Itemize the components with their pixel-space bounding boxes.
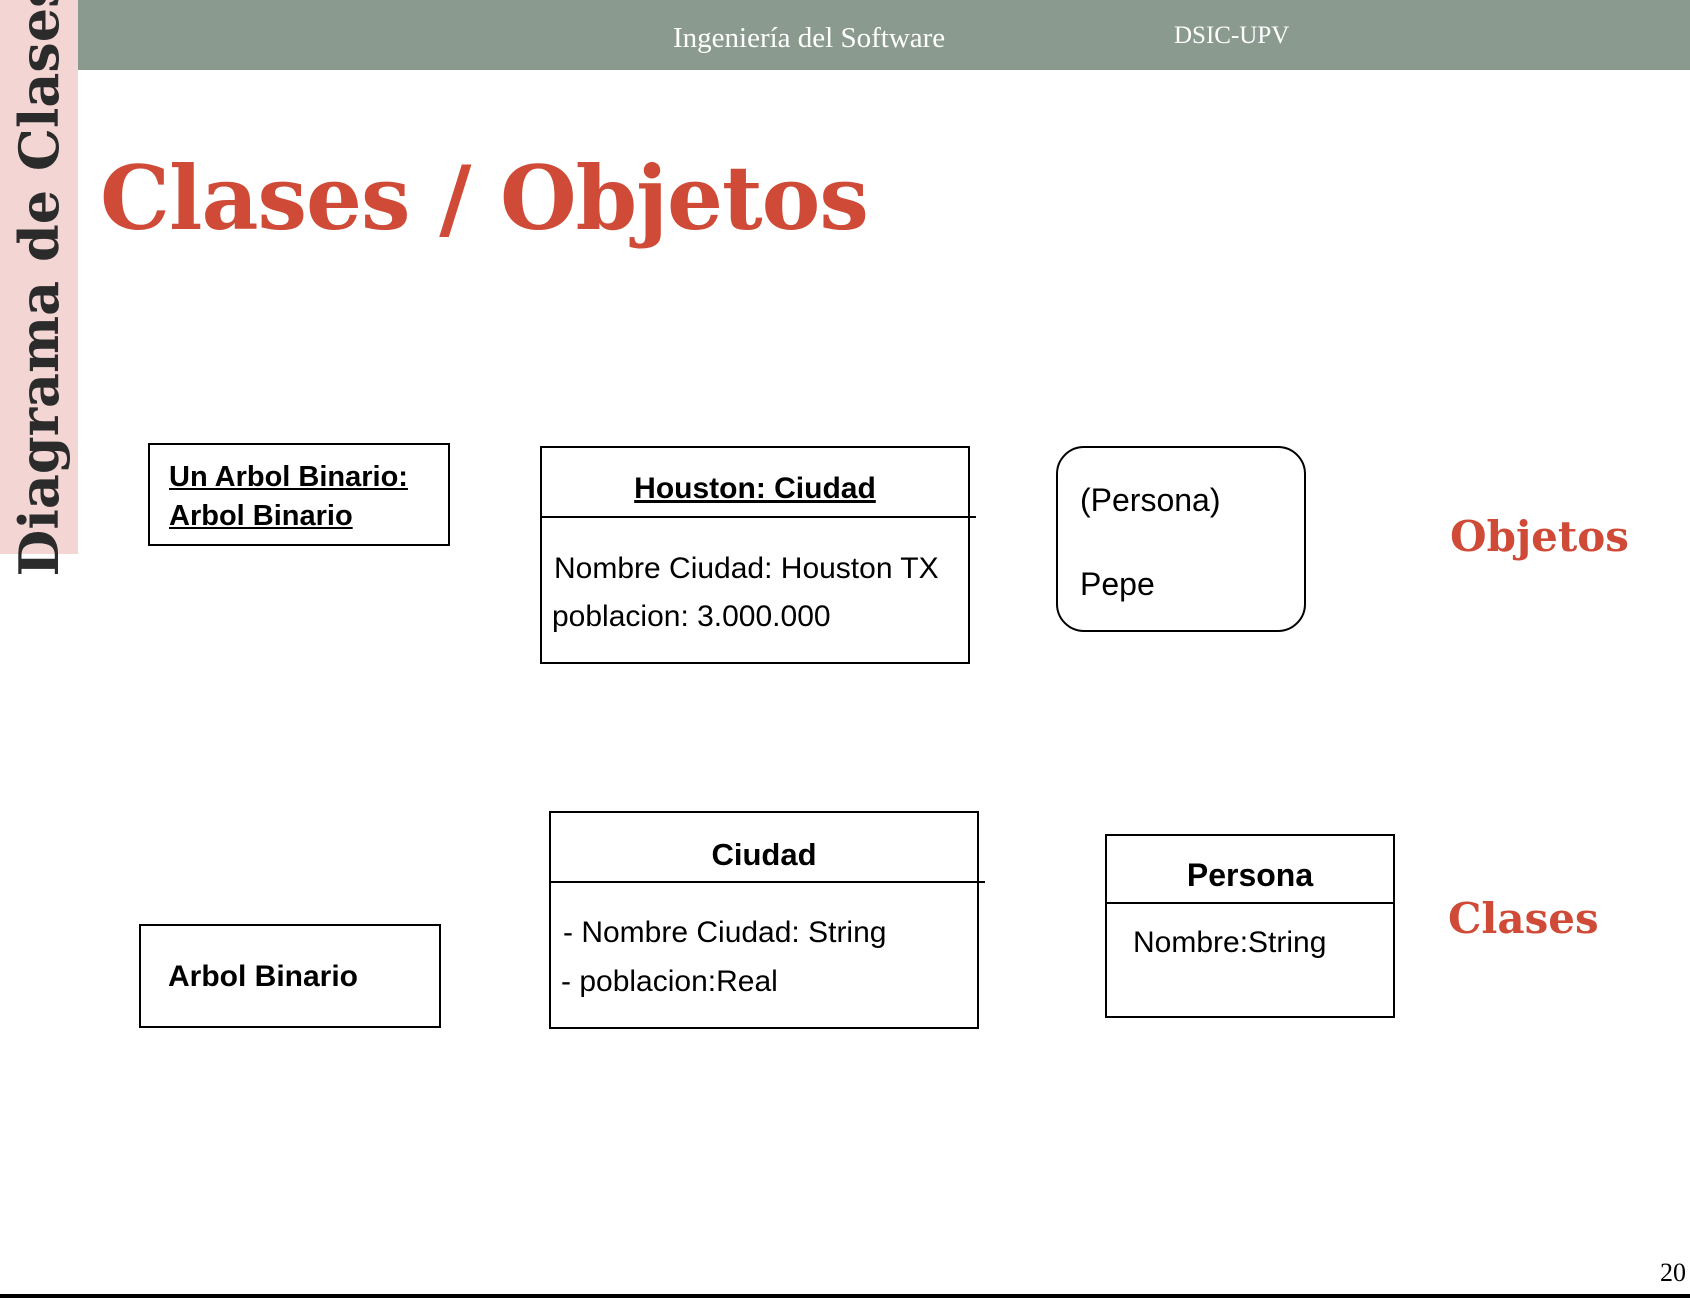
header-bar: Ingeniería del Software DSIC-UPV xyxy=(78,0,1690,70)
object-pepe-type: (Persona) xyxy=(1080,482,1221,518)
class-ciudad-name: Ciudad xyxy=(711,837,817,872)
header-department: DSIC-UPV xyxy=(1174,22,1290,49)
class-persona: Persona Nombre:String xyxy=(1105,834,1395,1018)
page-title: Clases / Objetos xyxy=(100,146,869,250)
object-houston-attr-nombre: Nombre Ciudad: Houston TX xyxy=(554,552,939,585)
bottom-rule xyxy=(0,1294,1690,1298)
objects-section-label: Objetos xyxy=(1450,512,1629,561)
object-arbol-binario: Un Arbol Binario: Arbol Binario xyxy=(148,443,450,546)
class-arbol-name: Arbol Binario xyxy=(168,960,359,993)
object-arbol-line1: Un Arbol Binario: xyxy=(169,461,408,493)
object-arbol-line2: Arbol Binario xyxy=(169,500,353,532)
class-persona-name: Persona xyxy=(1186,857,1314,893)
class-persona-attr-nombre: Nombre:String xyxy=(1133,926,1327,959)
classes-section-label: Clases xyxy=(1448,894,1599,943)
object-houston-ciudad: Houston: Ciudad Nombre Ciudad: Houston T… xyxy=(540,446,970,664)
object-pepe-persona: (Persona) Pepe xyxy=(1056,446,1306,632)
object-houston-name: Houston: Ciudad xyxy=(634,472,876,505)
class-ciudad-attr-nombre: - Nombre Ciudad: String xyxy=(563,916,887,949)
object-houston-attr-poblacion: poblacion: 3.000.000 xyxy=(552,600,831,633)
class-ciudad-attr-poblacion: - poblacion:Real xyxy=(561,965,778,998)
class-persona-divider xyxy=(1107,902,1393,904)
sidebar-tab: Diagrama de Clases xyxy=(0,0,78,577)
class-ciudad: Ciudad - Nombre Ciudad: String - poblaci… xyxy=(549,811,979,1029)
object-houston-divider xyxy=(540,516,976,518)
object-pepe-name: Pepe xyxy=(1080,566,1155,602)
sidebar-label: Diagrama de Clases xyxy=(7,0,71,577)
header-course-title: Ingeniería del Software xyxy=(673,22,946,54)
class-arbol-binario: Arbol Binario xyxy=(139,924,441,1028)
class-ciudad-divider xyxy=(549,881,985,883)
page-number: 20 xyxy=(1660,1258,1686,1287)
